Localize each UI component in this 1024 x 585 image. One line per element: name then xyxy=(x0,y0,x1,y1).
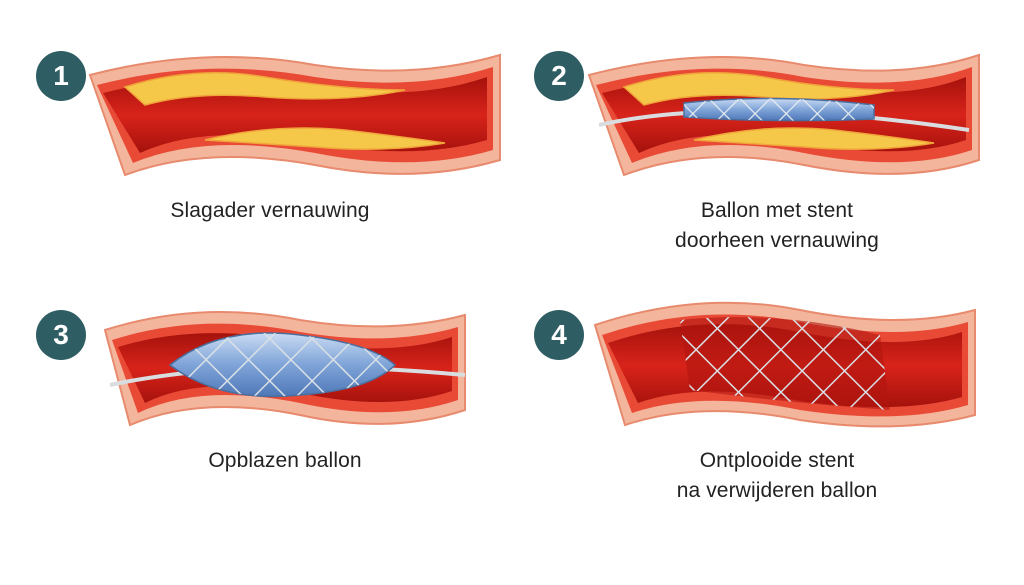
narrowed-artery-illustration xyxy=(88,53,501,177)
caption-line: Slagader vernauwing xyxy=(170,199,370,222)
caption-line: na verwijderen ballon xyxy=(676,479,878,502)
step-badge: 2 xyxy=(534,51,584,101)
deployed-stent-illustration xyxy=(593,301,976,428)
balloon-stent-insertion-illustration xyxy=(587,53,980,177)
step-1: 1 Slagader vernauwing xyxy=(0,0,512,280)
step-caption: Opblazen ballon xyxy=(135,446,435,476)
caption-line: Ballon met stent xyxy=(700,199,854,222)
balloon-inflation-illustration xyxy=(103,311,466,427)
step-caption: Ballon met stent doorheen vernauwing xyxy=(627,196,927,256)
step-4: 4 Ontplooide stent na verwijderen ballon xyxy=(512,280,1024,585)
step-2: 2 Ballon met stent doorheen vernauwing xyxy=(512,0,1024,280)
caption-line: Opblazen ballon xyxy=(208,449,362,472)
caption-line: Ontplooide stent xyxy=(699,449,855,472)
step-badge: 3 xyxy=(36,310,86,360)
step-badge: 1 xyxy=(36,51,86,101)
step-3: 3 Opblazen ballon xyxy=(0,280,512,585)
step-badge: 4 xyxy=(534,310,584,360)
step-caption: Ontplooide stent na verwijderen ballon xyxy=(627,446,927,506)
caption-line: doorheen vernauwing xyxy=(675,229,879,252)
step-caption: Slagader vernauwing xyxy=(120,196,420,226)
